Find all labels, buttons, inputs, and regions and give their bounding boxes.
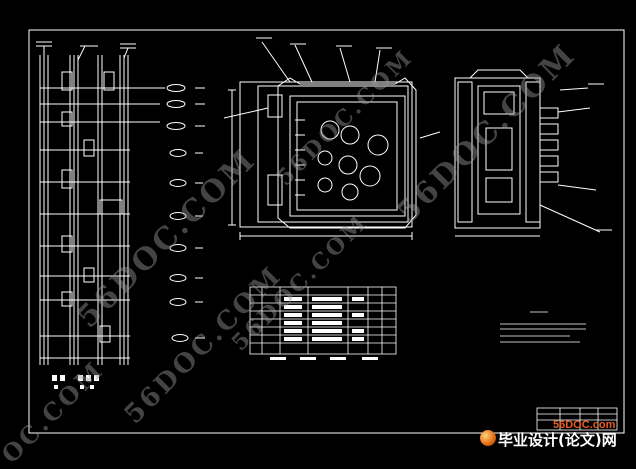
schematic-rungs (40, 71, 165, 359)
terminal-symbols (52, 375, 99, 389)
title-block (536, 407, 618, 431)
cad-drawing-sheet (28, 29, 625, 434)
logo-url[interactable]: 56DOC.com (553, 419, 616, 431)
output-devices (166, 84, 205, 342)
cabinet-front-view (223, 37, 441, 240)
sheet-border (28, 29, 625, 434)
logo-text: 毕业设计(论文)网 (498, 431, 617, 449)
globe-icon (480, 430, 496, 446)
parts-table-fills (270, 297, 378, 360)
schematic-diagram (36, 41, 136, 365)
notes-block (500, 311, 586, 343)
cabinet-side-view (454, 69, 612, 237)
parts-table (249, 286, 397, 355)
